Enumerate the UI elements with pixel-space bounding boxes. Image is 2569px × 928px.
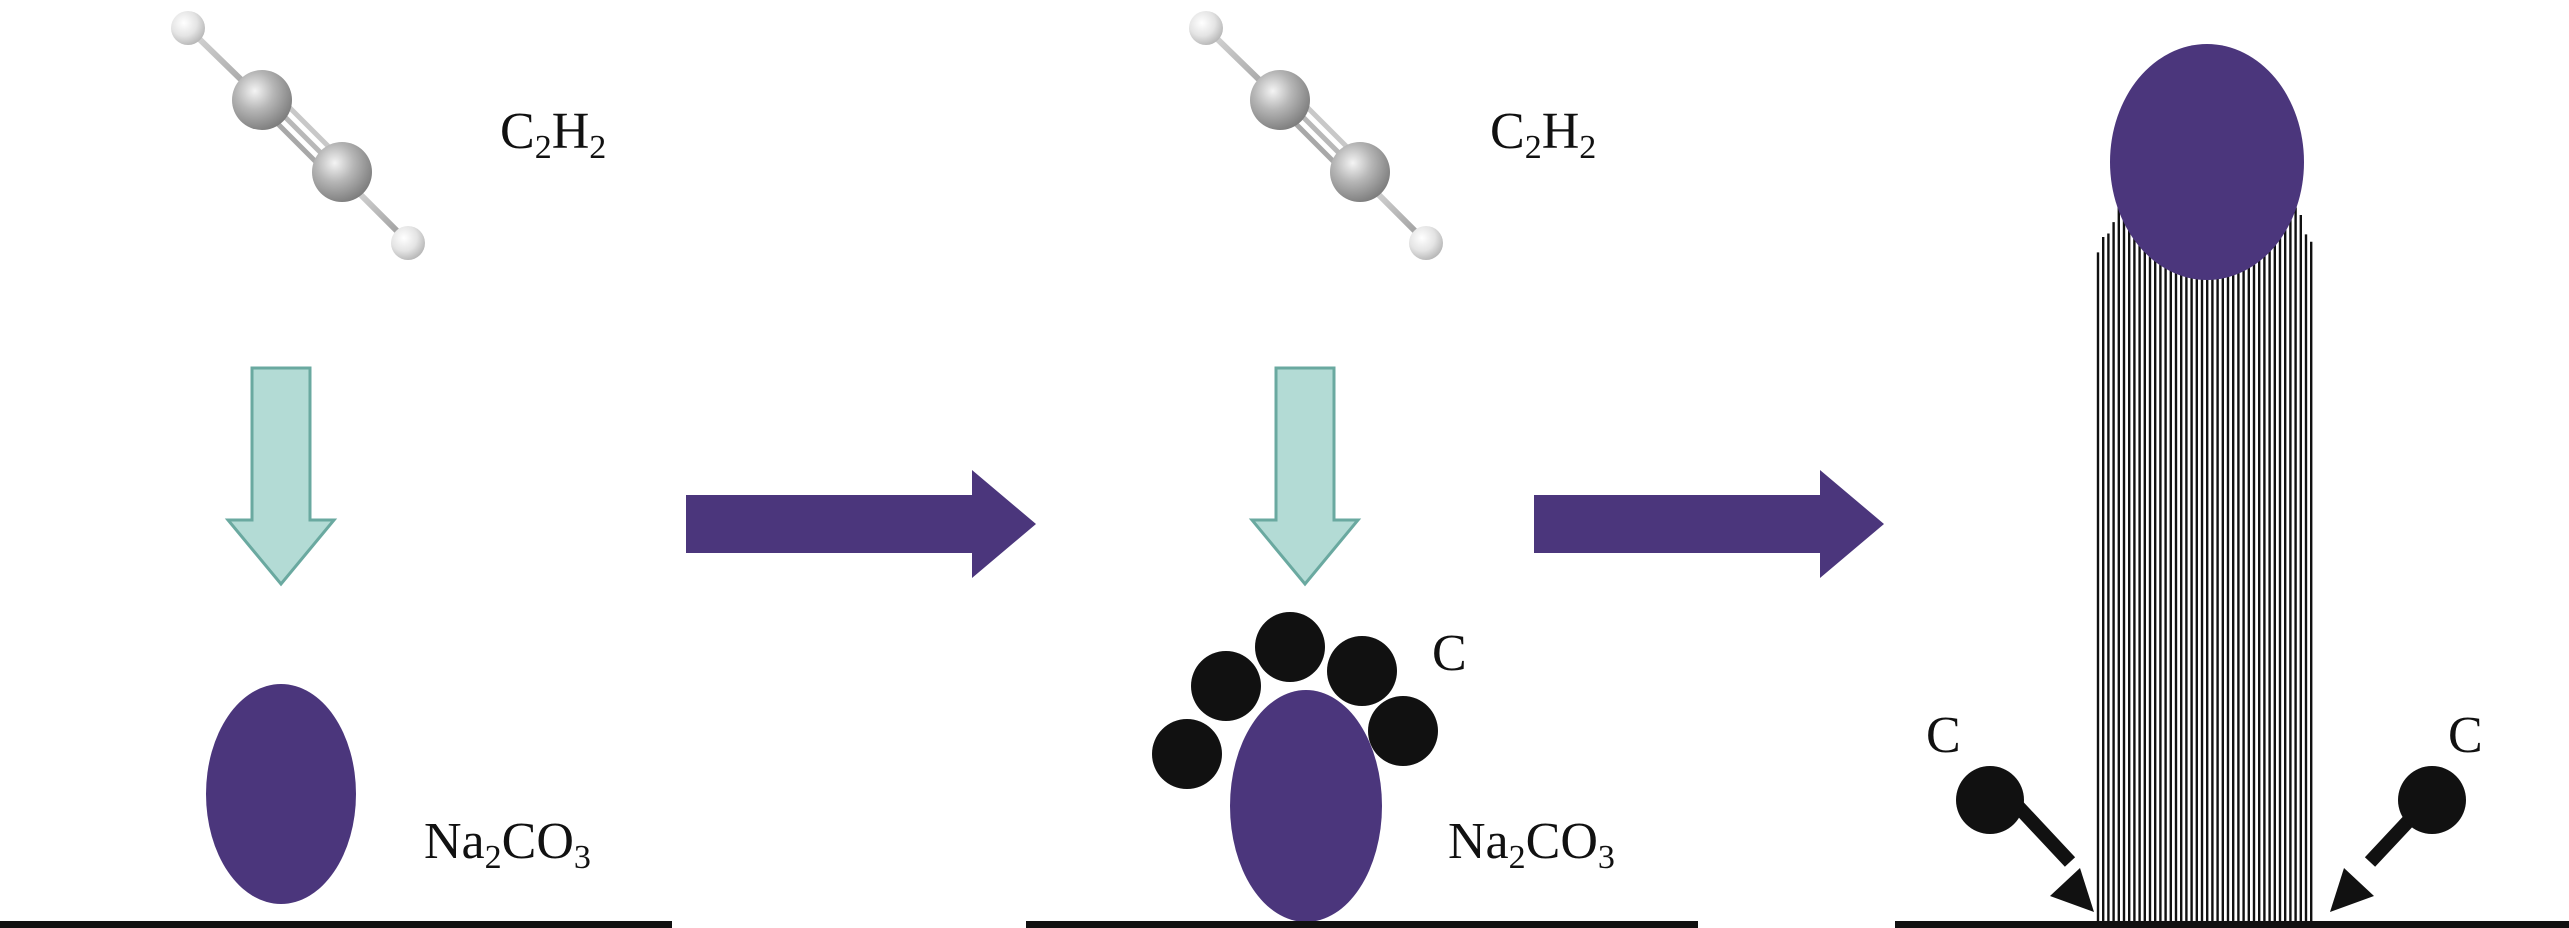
carbon-atom-cluster — [1152, 612, 1438, 789]
carbon-atom-icon — [1327, 636, 1397, 706]
carbon-diffusion-left — [1956, 766, 2094, 912]
carbon-atom-icon — [1152, 719, 1222, 789]
feed-arrow-icon — [224, 366, 338, 587]
carbon-label-stage-2: C — [1432, 625, 1467, 682]
carbon-atom-icon — [1956, 766, 2024, 834]
substrate-line — [1895, 921, 2569, 928]
molecule-label-stage-1: C2H2 — [500, 103, 606, 166]
process-arrow-icon — [1534, 470, 1884, 578]
carbon-atom-icon — [2398, 766, 2466, 834]
process-arrow-icon — [686, 470, 1036, 578]
acetylene-molecule-icon — [171, 11, 425, 260]
feed-arrow-icon — [1248, 366, 1362, 587]
carbon-nanofiber-icon — [2096, 200, 2318, 922]
stage-3: C C — [1895, 44, 2569, 928]
carbon-label-left: C — [1926, 707, 1961, 764]
catalyst-particle — [1230, 690, 1382, 922]
substrate-line — [1026, 921, 1698, 928]
carbon-atom-icon — [1255, 612, 1325, 682]
stage-2: C2H2 C Na2CO3 — [1026, 11, 1698, 928]
substrate-line — [0, 921, 672, 928]
catalyst-particle — [206, 684, 356, 904]
molecule-label-stage-2: C2H2 — [1490, 103, 1596, 166]
acetylene-molecule-icon — [1189, 11, 1443, 260]
catalyst-particle-top — [2110, 44, 2304, 280]
carbon-label-right: C — [2448, 707, 2483, 764]
carbon-atom-icon — [1368, 696, 1438, 766]
carbon-diffusion-right — [2330, 766, 2466, 912]
carbon-atom-icon — [1191, 651, 1261, 721]
catalyst-label-stage-2: Na2CO3 — [1448, 813, 1615, 876]
stage-1: C2H2 Na2CO3 — [0, 11, 672, 928]
catalyst-label-stage-1: Na2CO3 — [424, 813, 591, 876]
